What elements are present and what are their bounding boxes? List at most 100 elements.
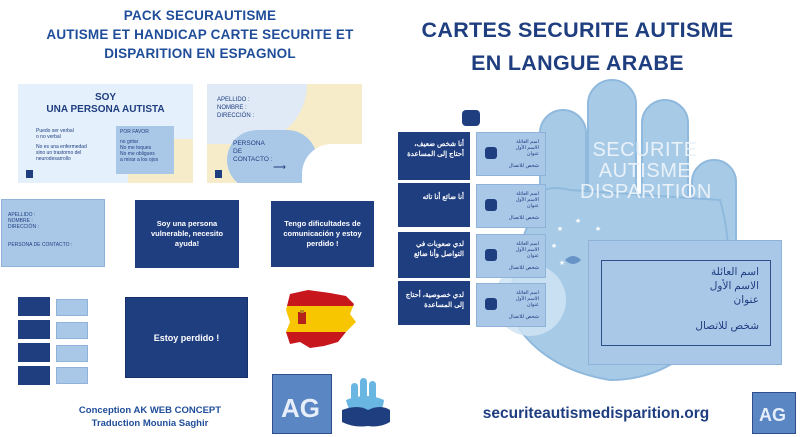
watermark-line-2: AUTISME [598,160,692,182]
card-id-back-contact: PERSONA DE CONTACTO : [233,140,272,164]
arabic-card-4: لدي خصوصية، أحتاج إلى المساعدة [398,281,470,325]
arabic-card-1-text: أنا شخص ضعيف، أحتاج إلى المساعدة [407,141,464,158]
mini-navy-3 [18,343,50,362]
card-id-small: APELLIDO : NOMBRE : DIRECCIÓN : PERSONA … [1,199,105,267]
card-soy-autista: SOY UNA PERSONA AUTISTA Puedo ser verbal… [18,84,193,183]
credits-line-2: Traduction Mounia Saghir [91,418,209,429]
arabic-light-4-field-2: الاسم الأول [515,296,539,302]
mini-navy-4 [18,366,50,385]
card-estoy-perdido-text: Estoy perdido ! [153,332,220,343]
mini-light-1 [56,299,88,316]
card-id-back-white [302,144,362,183]
spain-map-icon [286,290,356,348]
card-soy-title: SOY UNA PERSONA AUTISTA [18,92,193,116]
card-soy-text-2: o no verbal [36,134,61,140]
card-soy-title-2: UNA PERSONA AUTISTA [46,104,165,115]
card-id-back-contact-1: PERSONA [233,140,265,147]
arabic-big-field-3: عنوان [733,294,760,306]
arabic-card-4-text: لدي خصوصية، أحتاج إلى المساعدة [405,292,464,309]
card-id-back-field-1: APELLIDO : [217,97,250,103]
card-soy-box-item-1: no gritar [120,139,139,145]
bottom-logo-square: AG [272,374,332,434]
card-soy-title-1: SOY [94,92,117,103]
bottom-logo-square-letters: AG [281,393,320,423]
arabic-light-2-field-2: الاسم الأول [515,197,539,203]
arabic-light-card-3: اسم العائلة الاسم الأول عنوان شخص للاتصا… [476,234,546,278]
svg-text:★: ★ [557,225,563,233]
arabic-card-2: أنا ضائع أنا تائه [398,183,470,227]
svg-text:★: ★ [559,259,565,267]
card-dificultades: Tengo dificultades de comunicación y est… [271,201,374,267]
arabic-light-card-4-logo-icon [485,298,497,310]
left-title: PACK SECURAUTISME AUTISME ET HANDICAP CA… [0,6,400,63]
card-vulnerable: Soy una persona vulnerable, necesito ayu… [135,200,239,268]
arabic-big-field-2: الاسم الأول [709,280,759,292]
card-id-small-contact: PERSONA DE CONTACTO : [8,242,73,248]
mini-light-3 [56,345,88,362]
bottom-right-logo-square: AG [752,392,796,434]
left-title-line-1: PACK SECURAUTISME [123,8,277,23]
card-id-small-field-1: APELLIDO : [8,212,36,218]
arabic-light-card-2-logo-icon [485,199,497,211]
arabic-big-field-1: اسم العائلة [710,266,759,278]
arabic-light-card-4-fields: اسم العائلة الاسم الأول عنوان شخص للاتصا… [499,290,539,320]
arabic-light-3-field-3: عنوان [526,253,539,259]
arabic-light-card-1: اسم العائلة الاسم الأول عنوان شخص للاتصا… [476,132,546,176]
card-soy-text-4: No es una enfermedad [36,144,87,150]
svg-text:★: ★ [551,242,557,250]
arabic-top-logo-icon [462,110,480,126]
arabic-light-2-field-3: عنوان [526,203,539,209]
mini-navy-2 [18,320,50,339]
card-vulnerable-text: Soy una persona vulnerable, necesito ayu… [150,219,224,248]
arabic-light-2-field-1: اسم العائلة [516,191,539,197]
card-soy-text-5: sino un trastorno del [36,150,82,156]
arabic-light-1-field-2: الاسم الأول [515,145,539,151]
watermark-text: SECURITE AUTISME DISPARITION [580,139,712,203]
card-soy-box: POR FAVOR no gritar No me toques No me o… [116,126,174,174]
arabic-card-1: أنا شخص ضعيف، أحتاج إلى المساعدة [398,132,470,180]
card-id-back-contact-2: DE [233,148,243,155]
arabic-light-3-field-2: الاسم الأول [515,247,539,253]
website-link[interactable]: securiteautismedisparition.org [482,405,710,422]
card-id-small-fields: APELLIDO : NOMBRE : DIRECCIÓN : [8,212,39,230]
card-id-small-field-2: NOMBRE : [8,218,33,224]
mini-navy-1 [18,297,50,316]
arabic-big-card: اسم العائلة الاسم الأول عنوان شخص للاتصا… [588,240,782,365]
arabic-light-3-field-1: اسم العائلة [516,241,539,247]
card-id-back-fields: APELLIDO : NOMBRE : DIRECCIÓN : [217,96,254,120]
right-title: CARTES SECURITE AUTISME EN LANGUE ARABE [405,14,750,80]
right-title-line-2: EN LANGUE ARABE [471,51,684,75]
arabic-light-1-field-3: عنوان [526,151,539,157]
mini-light-4 [56,367,88,384]
mini-set-preview [18,297,90,385]
svg-text:★: ★ [575,217,581,225]
watermark-line-3: DISPARITION [580,181,712,203]
mini-light-2 [56,322,88,339]
arabic-light-card-1-fields: اسم العائلة الاسم الأول عنوان شخص للاتصا… [499,139,539,169]
arabic-big-field-4: شخص للاتصال [695,320,759,332]
arabic-card-3-text: لدي صعوبات في التواصل وأنا ضائع [413,241,464,258]
arabic-card-2-text: أنا ضائع أنا تائه [422,194,464,201]
card-id-back-arrow-icon: ⟶ [273,162,286,172]
svg-text:★: ★ [595,225,601,233]
left-title-line-3: DISPARITION EN ESPAGNOL [104,46,296,61]
arabic-light-3-field-4: شخص للاتصال [508,265,539,271]
card-id-small-field-3: DIRECCIÓN : [8,224,39,230]
card-soy-logo-icon [26,170,33,178]
arabic-big-card-inner [601,260,771,346]
card-id-back-field-2: NOMBRE : [217,105,247,111]
right-title-line-1: CARTES SECURITE AUTISME [421,18,734,42]
watermark-line-1: SECURITE [592,139,698,161]
arabic-light-1-field-1: اسم العائلة [516,139,539,145]
arabic-card-3: لدي صعوبات في التواصل وأنا ضائع [398,232,470,278]
card-soy-text-6: neurodesarrollo [36,156,71,162]
left-title-line-2: AUTISME ET HANDICAP CARTE SECURITE ET [46,27,354,42]
credits-line-1: Conception AK WEB CONCEPT [78,405,222,416]
card-id-back-contact-3: CONTACTO : [233,156,273,163]
card-soy-box-item-4: a mirar a los ojos [120,157,159,163]
card-soy-text-1: Puedo ser verbal [36,128,74,134]
arabic-light-4-field-1: اسم العائلة [516,290,539,296]
card-soy-box-item-2: No me toques [120,145,152,151]
arabic-light-card-2-fields: اسم العائلة الاسم الأول عنوان شخص للاتصا… [499,191,539,221]
card-id-back-logo-icon [215,170,222,178]
